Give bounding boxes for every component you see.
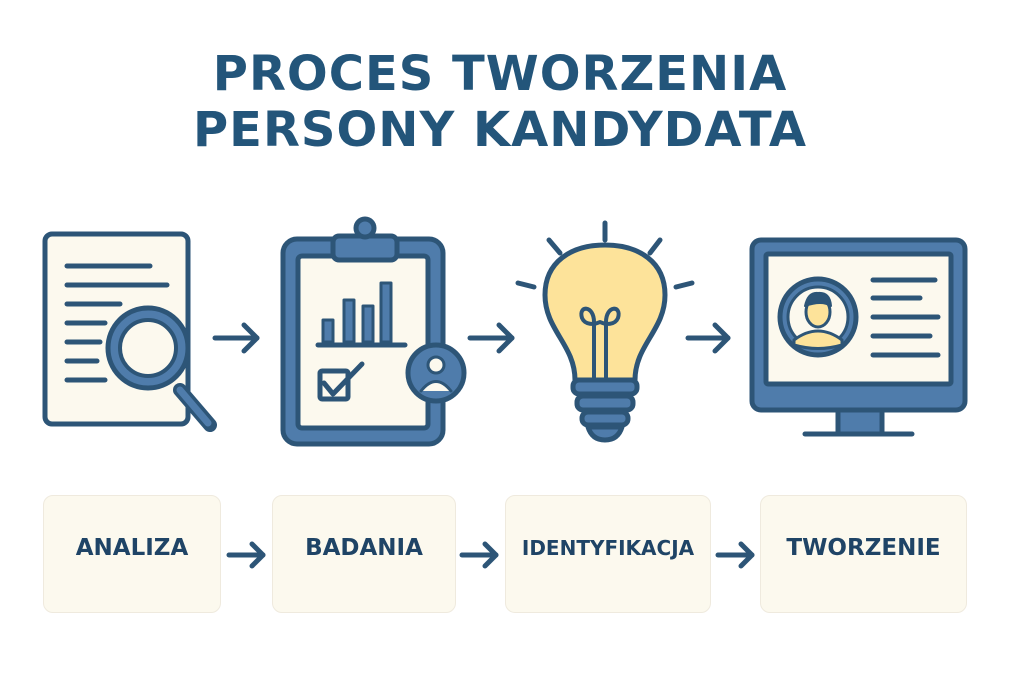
title-line-2: PERSONY KANDYDATA	[193, 102, 807, 158]
arrow-right-icon	[226, 541, 266, 569]
clipboard-chart-icon	[280, 216, 467, 447]
step-label-text: IDENTYFIKACJA	[521, 536, 695, 560]
step-label-analiza: ANALIZA	[43, 495, 221, 613]
step-label-tworzenie: TWORZENIE	[760, 495, 967, 613]
step-label-identyfikacja: IDENTYFIKACJA	[505, 495, 711, 613]
title-line-1: PROCES TWORZENIA	[212, 46, 788, 102]
step-label-text: BADANIA	[305, 535, 423, 561]
arrow-right-icon	[715, 541, 755, 569]
monitor-profile-icon	[749, 237, 968, 437]
step-label-text: TWORZENIE	[786, 535, 941, 561]
arrow-right-icon	[467, 322, 515, 354]
lightbulb-icon	[515, 220, 695, 443]
page-title: PROCES TWORZENIA PERSONY KANDYDATA	[0, 46, 1000, 158]
step-label-text: ANALIZA	[75, 535, 189, 561]
arrow-right-icon	[685, 322, 731, 354]
arrow-right-icon	[459, 541, 499, 569]
document-magnifier-icon	[42, 231, 217, 432]
step-label-badania: BADANIA	[272, 495, 456, 613]
arrow-right-icon	[212, 322, 260, 354]
